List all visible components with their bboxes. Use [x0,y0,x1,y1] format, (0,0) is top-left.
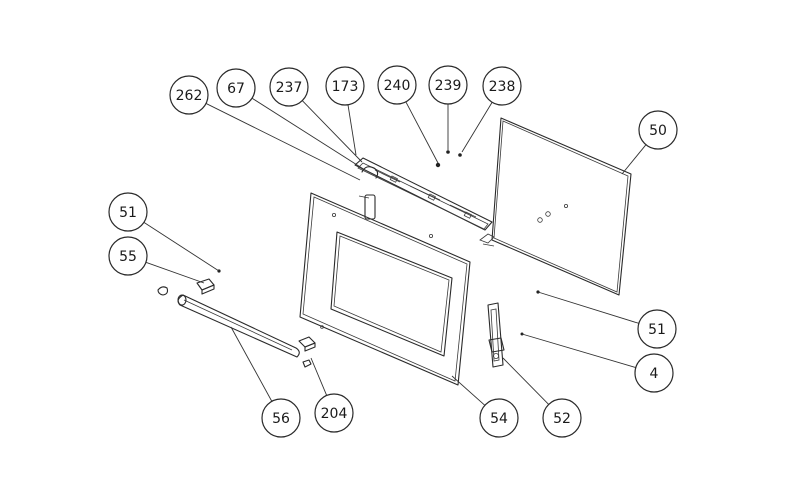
leader-lines [143,97,647,406]
callout-56[interactable]: 56 [261,398,301,438]
inner-glass-panel [491,117,632,296]
callout-circle-240 [377,65,417,105]
leader-line-50 [621,144,647,175]
callout-55[interactable]: 55 [108,236,148,276]
leader-line-173 [347,104,357,156]
leader-line-67 [251,97,366,171]
leader-line-56 [230,326,273,402]
callout-circle-56 [261,398,301,438]
callout-label-56: 56 [272,411,290,427]
callout-label-4: 4 [650,366,659,382]
door-handle [177,294,300,358]
callout-label-54: 54 [490,411,508,427]
callout-label-52: 52 [553,411,571,427]
callout-circle-173 [325,66,365,106]
callout-239[interactable]: 239 [428,65,468,105]
top-door-rail [354,157,495,247]
callout-label-51a: 51 [119,205,137,221]
callout-circle-51a [108,192,148,232]
callout-238[interactable]: 238 [482,66,522,106]
callout-circle-262 [169,75,209,115]
callout-54[interactable]: 54 [479,398,519,438]
callout-circle-238 [482,66,522,106]
leader-line-4 [521,333,636,369]
handle-screws [157,269,540,368]
callout-label-237: 237 [276,80,303,96]
callout-label-238: 238 [489,79,516,95]
callout-circle-54 [479,398,519,438]
part-callouts: 262 67 237 173 240 239 238 50 51 55 51 4 56 204 54 52 [108,65,678,438]
leader-line-262 [205,103,361,181]
leader-line-54 [451,375,486,406]
handle-end-cap-right [298,336,316,352]
leader-line-237 [301,100,363,163]
handle-end-cap-left [196,278,215,295]
right-hinge [487,302,505,368]
callout-67[interactable]: 67 [216,68,256,108]
callout-circle-55 [108,236,148,276]
callout-circle-50 [638,110,678,150]
callout-51a[interactable]: 51 [108,192,148,232]
callout-237[interactable]: 237 [269,67,309,107]
callout-label-204: 204 [321,406,348,422]
callout-label-262: 262 [176,88,203,104]
outer-door-frame [299,192,471,386]
leader-line-52 [502,357,549,405]
callout-52[interactable]: 52 [542,398,582,438]
callout-262[interactable]: 262 [169,75,209,115]
callout-label-50: 50 [649,123,667,139]
callout-label-240: 240 [384,78,411,94]
callout-label-55: 55 [119,249,137,265]
leader-line-51b [537,291,639,324]
callout-4[interactable]: 4 [634,353,674,393]
callout-circle-204 [314,393,354,433]
callout-50[interactable]: 50 [638,110,678,150]
leader-line-55 [145,261,205,284]
leader-line-240 [405,101,439,164]
callout-circle-51b [637,309,677,349]
leader-line-238 [461,102,493,153]
leader-line-204 [310,357,328,396]
callout-label-239: 239 [435,78,462,94]
callout-circle-52 [542,398,582,438]
callout-label-51b: 51 [648,322,666,338]
callout-circle-237 [269,67,309,107]
callout-173[interactable]: 173 [325,66,365,106]
top-screws [435,150,462,168]
callout-circle-239 [428,65,468,105]
leader-line-51a [143,221,220,272]
callout-51b[interactable]: 51 [637,309,677,349]
callout-label-173: 173 [332,79,359,95]
callout-circle-4 [634,353,674,393]
callout-240[interactable]: 240 [377,65,417,105]
callout-circle-67 [216,68,256,108]
callout-204[interactable]: 204 [314,393,354,433]
callout-label-67: 67 [227,81,245,97]
